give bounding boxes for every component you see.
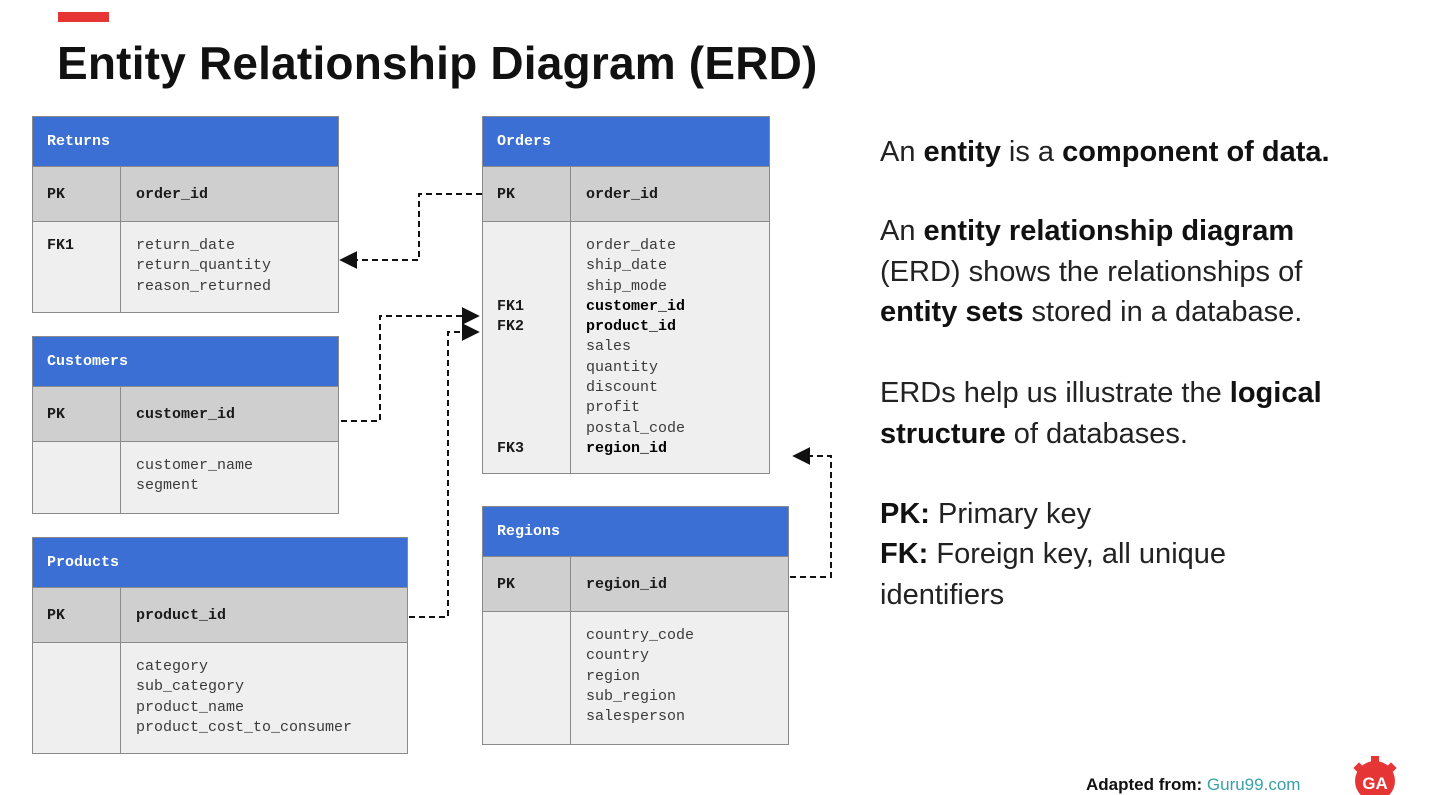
customers-table-header: Customers	[33, 337, 338, 387]
field-item: ship_date	[586, 257, 668, 275]
pk-field: product_id	[136, 606, 227, 624]
orders-table-header: Orders	[483, 117, 769, 167]
field-item: profit	[586, 399, 641, 417]
field-item: country	[586, 647, 650, 665]
key-column	[33, 442, 121, 513]
key-label: FK1	[47, 237, 75, 254]
field-item: customer_id	[586, 297, 686, 315]
key-label: FK1	[497, 297, 525, 315]
svg-text:GA: GA	[1362, 774, 1388, 793]
pk-field: customer_id	[136, 405, 236, 423]
field-item: quantity	[586, 358, 659, 376]
field-item: ship_mode	[586, 277, 668, 295]
field-item: reason_returned	[136, 277, 272, 295]
field-item: salesperson	[586, 708, 686, 726]
field-item: category	[136, 658, 209, 675]
side-pk-definition: PK: Primary key	[880, 498, 1092, 530]
returns-pk-row: PK order_id	[33, 167, 338, 222]
field-item: region	[586, 667, 641, 685]
returns-fields-section: FK1 return_date return_quantity reason_retu…	[33, 222, 338, 312]
field-item: product_id	[586, 318, 677, 336]
field-item: product_cost_to_consumer	[136, 718, 353, 736]
key-label: FK2	[497, 318, 525, 336]
field-item: order_date	[586, 237, 677, 254]
attribution-label: Adapted from:	[1086, 775, 1207, 794]
products-pk-row: PK product_id	[33, 588, 407, 643]
products-fields-section: category sub_category product_name product_…	[33, 643, 407, 753]
pk-label: PK	[33, 387, 121, 441]
connector-customers-orders	[341, 307, 480, 422]
pk-field: order_id	[136, 185, 209, 203]
pk-field: region_id	[586, 575, 668, 593]
connector-regions-orders	[790, 447, 832, 578]
regions-pk-row: PK region_id	[483, 557, 788, 612]
key-column	[483, 612, 571, 744]
field-item: return_date	[136, 237, 236, 254]
field-item: customer_name	[136, 457, 254, 474]
field-list: return_date return_quantity reason_returne…	[121, 222, 271, 312]
side-para-erd: An entity relationship diagram (ERD) sho…	[880, 215, 1303, 328]
field-item: region_id	[586, 439, 668, 457]
page-title: Entity Relationship Diagram (ERD)	[57, 37, 818, 89]
pk-label: PK	[483, 167, 571, 221]
customers-pk-row: PK customer_id	[33, 387, 338, 442]
field-item: product_name	[136, 698, 245, 716]
field-list: category sub_category product_name product_…	[121, 643, 352, 753]
field-item: return_quantity	[136, 257, 272, 275]
field-item: discount	[586, 379, 659, 397]
field-item: country_code	[586, 627, 695, 644]
field-item: segment	[136, 477, 200, 495]
key-column	[33, 643, 121, 753]
connector-products-orders	[409, 323, 480, 618]
orders-pk-row: PK order_id	[483, 167, 769, 222]
attribution: Adapted from: Guru99.com	[1086, 775, 1300, 795]
side-para-logical: ERDs help us illustrate the logical stru…	[880, 377, 1322, 450]
side-fk-definition: FK: Foreign key, all unique identifiers	[880, 538, 1227, 611]
field-item: sub_category	[136, 678, 245, 696]
pk-field: order_id	[586, 185, 659, 203]
side-para-entity: An entity is a component of data.	[880, 136, 1330, 168]
field-item: sub_region	[586, 687, 677, 705]
attribution-link[interactable]: Guru99.com	[1206, 775, 1301, 794]
pk-label: PK	[483, 557, 571, 611]
field-item: postal_code	[586, 419, 686, 437]
key-column: FK1	[33, 222, 121, 312]
key-label: FK3	[497, 439, 525, 457]
field-item: sales	[586, 338, 632, 356]
products-table-header: Products	[33, 538, 407, 588]
accent-bar	[58, 12, 109, 22]
ga-gear-logo-icon: GA	[1353, 756, 1397, 795]
regions-table-header: Regions	[483, 507, 788, 557]
pk-label: PK	[33, 167, 121, 221]
connector-orders-returns	[339, 193, 482, 269]
pk-label: PK	[33, 588, 121, 642]
returns-table-header: Returns	[33, 117, 338, 167]
